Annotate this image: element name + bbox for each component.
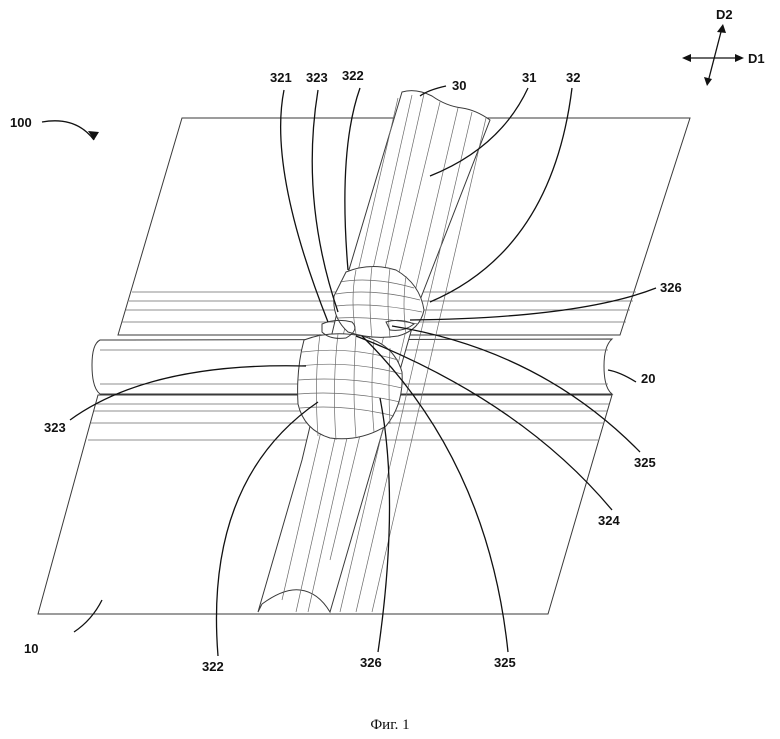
- direction-d2-label: D2: [716, 7, 733, 22]
- label-325-bottom: 325: [494, 655, 516, 670]
- label-32: 32: [566, 70, 580, 85]
- label-322-top: 322: [342, 68, 364, 83]
- direction-d1-label: D1: [748, 51, 765, 66]
- label-30: 30: [452, 78, 466, 93]
- label-323-top: 323: [306, 70, 328, 85]
- label-324: 324: [598, 513, 620, 528]
- direction-indicator: [682, 24, 744, 86]
- label-326-right: 326: [660, 280, 682, 295]
- label-100: 100: [10, 115, 32, 130]
- label-326-bottom: 326: [360, 655, 382, 670]
- label-322-bottom: 322: [202, 659, 224, 674]
- label-325-right: 325: [634, 455, 656, 470]
- label-321: 321: [270, 70, 292, 85]
- figure-caption: Фиг. 1: [370, 717, 409, 733]
- label-10: 10: [24, 641, 38, 656]
- label-31: 31: [522, 70, 536, 85]
- label-323-left: 323: [44, 420, 66, 435]
- label-20: 20: [641, 371, 655, 386]
